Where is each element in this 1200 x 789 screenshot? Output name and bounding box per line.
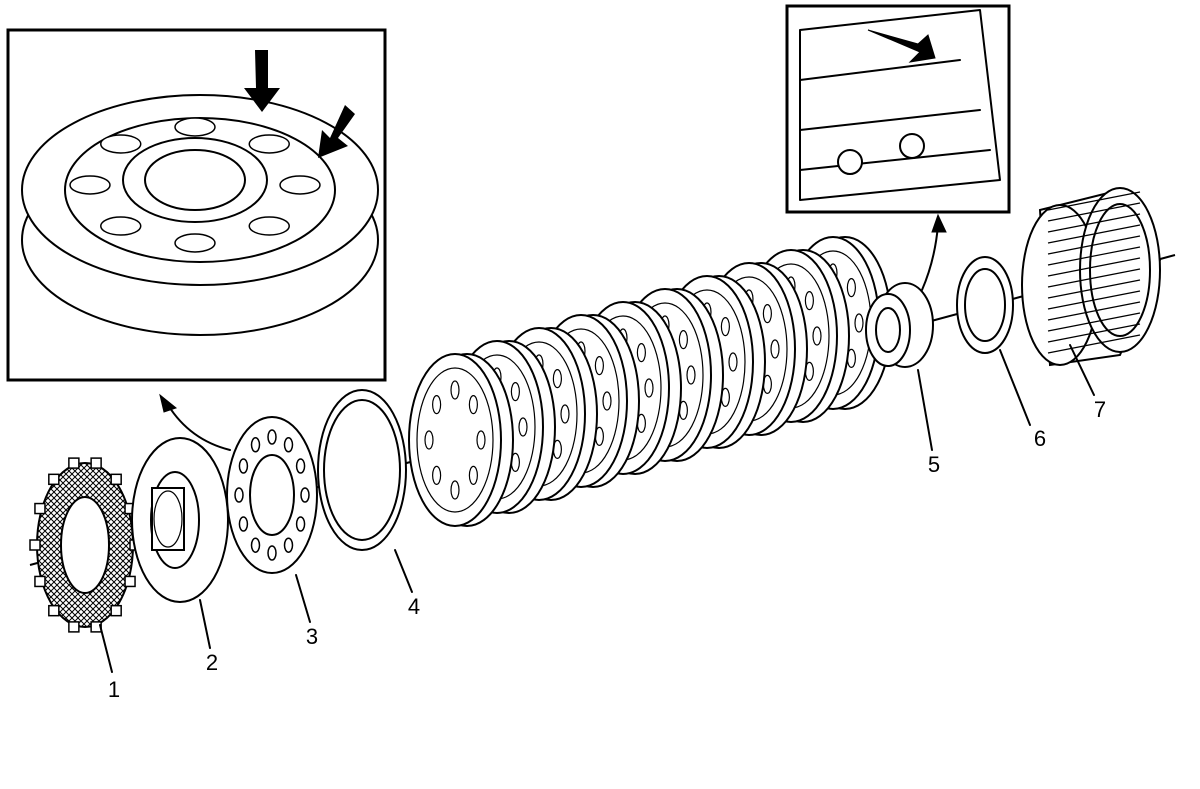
part-2-backing-plate	[131, 437, 229, 603]
detail-arrow-icon	[167, 404, 231, 451]
callout-3: 3	[306, 624, 318, 649]
detail-arrow-icon	[921, 224, 939, 291]
leader-lines	[99, 344, 1095, 673]
part-5-splined-hub	[865, 282, 934, 368]
callout-4: 4	[408, 594, 420, 619]
part-1-friction-plate	[29, 457, 141, 633]
inset-hub-spline-detail	[785, 4, 1011, 214]
part-4-snap-ring	[317, 389, 407, 551]
clutch-pack-stack	[408, 236, 892, 527]
callout-1: 1	[108, 677, 120, 702]
inset-clutch-pack-detail	[6, 28, 387, 382]
callout-2: 2	[206, 650, 218, 675]
callout-6: 6	[1034, 426, 1046, 451]
detail-arrow-icon	[159, 393, 178, 413]
part-3-steel-plate	[226, 416, 318, 574]
callout-5: 5	[928, 452, 940, 477]
part-6-thrust-washer	[956, 256, 1014, 354]
detail-arrow-icon	[931, 213, 947, 233]
callout-7: 7	[1094, 397, 1106, 422]
part-7-clutch-drum	[1021, 187, 1162, 367]
